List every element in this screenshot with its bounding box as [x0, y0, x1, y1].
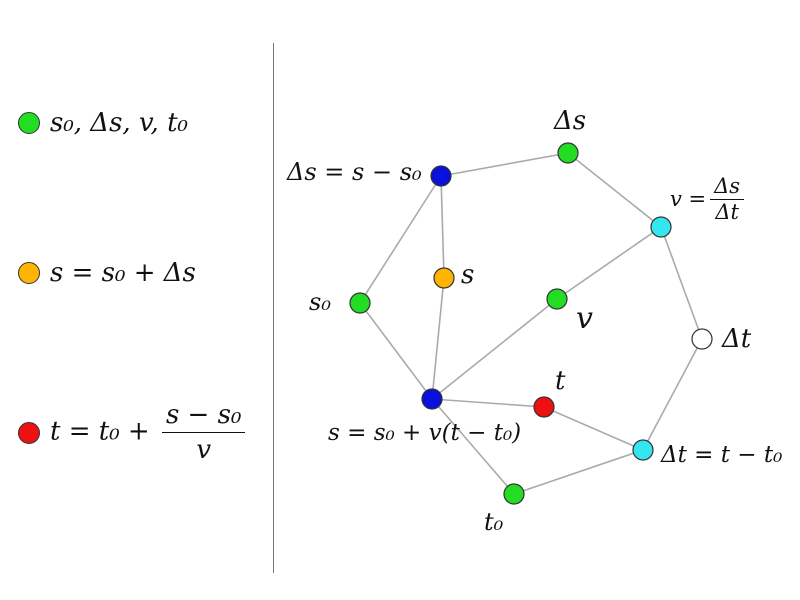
label-v-def-lhs: v =: [670, 187, 707, 211]
edge-s-eq-t: [431, 398, 545, 408]
edge-v-v-def: [556, 226, 662, 300]
legend-text: s = s₀ + Δs: [50, 258, 196, 288]
edge-t-delta-t-def: [543, 406, 644, 451]
edge-s-s-eq: [431, 277, 445, 400]
nodes-layer: [349, 142, 713, 505]
fraction-denominator: Δt: [715, 200, 739, 224]
node-s-eq: [421, 388, 443, 410]
node-delta-s-def: [430, 165, 452, 187]
edge-s-eq-s0: [359, 302, 433, 400]
node-s0: [349, 292, 371, 314]
node-delta-t: [691, 328, 713, 350]
edge-delta-s-def-s: [440, 175, 445, 279]
label-delta-t: Δt: [722, 324, 752, 354]
node-delta-t-def: [632, 439, 654, 461]
node-delta-s: [557, 142, 579, 164]
label-delta-s: Δs: [554, 106, 587, 136]
panel-divider: [273, 43, 274, 573]
node-s: [433, 267, 455, 289]
node-t0: [503, 483, 525, 505]
legend-text: s₀, Δs, v, t₀: [50, 108, 188, 138]
edges-layer: [359, 152, 703, 495]
edge-delta-s-v-def: [567, 152, 662, 228]
label-s: s: [461, 260, 475, 290]
edge-s0-delta-s-def: [359, 175, 442, 304]
legend-swatch-red: [18, 421, 40, 444]
legend-swatch-green: [18, 112, 40, 134]
fraction-numerator: s − s₀: [161, 400, 246, 433]
legend-item-givens: s₀, Δs, v, t₀: [18, 108, 188, 138]
node-t: [533, 396, 555, 418]
fraction-numerator: Δs: [710, 176, 745, 200]
edge-s-eq-v: [431, 298, 558, 400]
label-s-eq: s = s₀ + v(t − t₀): [328, 420, 522, 446]
label-delta-t-def: Δt = t − t₀: [661, 442, 783, 468]
edge-v-def-delta-t: [660, 226, 703, 340]
label-t0: t₀: [484, 508, 504, 536]
label-delta-s-def: Δs = s − s₀: [287, 158, 422, 186]
edge-delta-t-delta-t-def: [642, 338, 703, 451]
legend-item-s: s = s₀ + Δs: [18, 258, 196, 288]
label-v: v: [576, 301, 593, 336]
legend-t-lhs: t = t₀ +: [50, 416, 158, 447]
node-v-def: [650, 216, 672, 238]
edge-delta-s-def-delta-s: [440, 152, 569, 177]
node-v: [546, 288, 568, 310]
edge-t0-s-eq: [431, 398, 515, 495]
label-s0: s₀: [309, 288, 331, 316]
label-t: t: [555, 366, 566, 396]
edge-delta-t-def-t0: [513, 449, 644, 495]
fraction-denominator: v: [196, 435, 212, 465]
legend-swatch-orange: [18, 262, 40, 284]
